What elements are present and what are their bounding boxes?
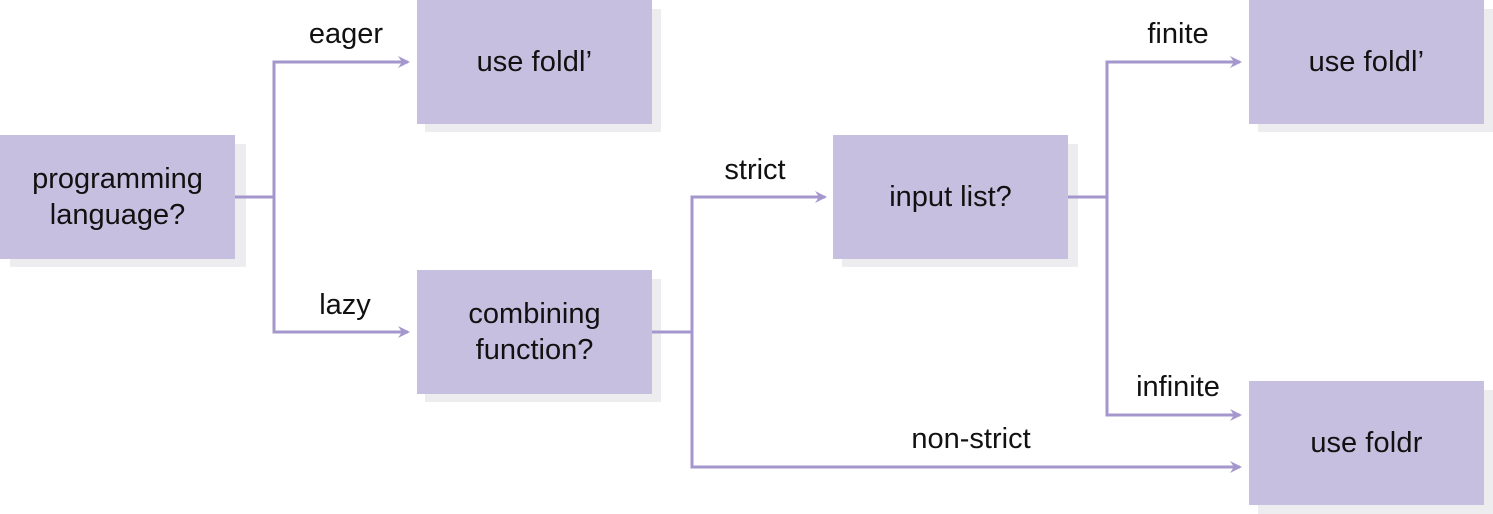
edge-label-finite: finite xyxy=(1147,18,1209,50)
node-use-foldl-top: use foldl’ xyxy=(417,0,652,124)
node-use-foldl-right: use foldl’ xyxy=(1249,0,1484,124)
edge-strict xyxy=(690,191,827,332)
edge-lazy xyxy=(272,197,410,338)
edge-infinite xyxy=(1105,197,1242,421)
edge-label-infinite: infinite xyxy=(1136,371,1220,403)
node-function-name: foldr xyxy=(1365,427,1423,459)
node-function-name: foldl’ xyxy=(531,46,593,78)
node-label: programming xyxy=(32,163,203,195)
node-function-name: foldl’ xyxy=(1363,46,1425,78)
node-label: combining xyxy=(468,298,601,330)
edge-eager xyxy=(272,56,410,197)
edge-finite xyxy=(1105,56,1242,197)
node-input-list: input list? xyxy=(833,135,1068,259)
node-combining-function: combining function? xyxy=(417,270,652,394)
node-label: language? xyxy=(49,199,186,231)
edge-label-strict: strict xyxy=(724,154,786,186)
node-label: use xyxy=(1310,427,1358,459)
node-label: use xyxy=(476,46,524,78)
node-label: function? xyxy=(475,334,594,366)
node-label: input list? xyxy=(889,181,1012,213)
node-use-foldr: use foldr xyxy=(1249,381,1484,505)
edge-label-lazy: lazy xyxy=(319,289,371,321)
node-label: use xyxy=(1308,46,1356,78)
node-programming-language: programming language? xyxy=(0,135,235,259)
edge-label-eager: eager xyxy=(308,18,384,50)
edge-non-strict xyxy=(690,332,1242,473)
edge-label-non-strict: non-strict xyxy=(911,423,1031,455)
